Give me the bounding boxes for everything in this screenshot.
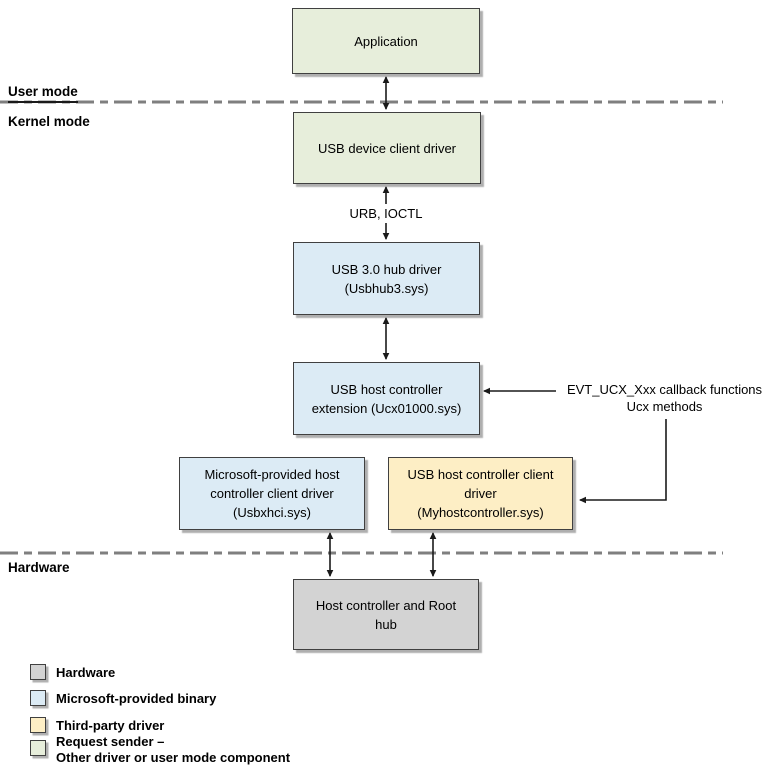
legend-label-hardware: Hardware (56, 665, 116, 680)
legend-swatch-request-sender (30, 740, 46, 756)
evt-ucx-callbacks-label: EVT_UCX_Xxx callback functions Ucx metho… (566, 382, 763, 414)
node-microsoft-host-controller-client-driver: Microsoft-provided host controller clien… (179, 457, 365, 530)
legend-label-third-party: Third-party driver (56, 718, 165, 733)
node-host-controller-root-hub: Host controller and Root hub (293, 579, 479, 650)
legend-swatch-third-party (30, 717, 46, 733)
node-usb3-hub-driver: USB 3.0 hub driver (Usbhub3.sys) (293, 242, 480, 315)
node-application: Application (292, 8, 480, 74)
user-mode-label: User mode (8, 84, 78, 103)
node-usb-device-client-driver: USB device client driver (293, 112, 481, 184)
node-usb-host-controller-extension: USB host controller extension (Ucx01000.… (293, 362, 480, 435)
hardware-zone-label: Hardware (8, 560, 70, 575)
kernel-mode-label: Kernel mode (8, 114, 90, 129)
arrow-evt-to-thirdparty (578, 419, 667, 504)
legend-swatch-microsoft-binary (30, 690, 46, 706)
urb-ioctl-label: URB, IOCTL (327, 204, 445, 223)
legend-label-microsoft-binary: Microsoft-provided binary (56, 691, 217, 706)
legend-label-request-sender: Request sender – Other driver or user mo… (56, 734, 291, 765)
node-usb-host-controller-client-driver: USB host controller client driver (Myhos… (388, 457, 573, 530)
legend-swatch-hardware (30, 664, 46, 680)
